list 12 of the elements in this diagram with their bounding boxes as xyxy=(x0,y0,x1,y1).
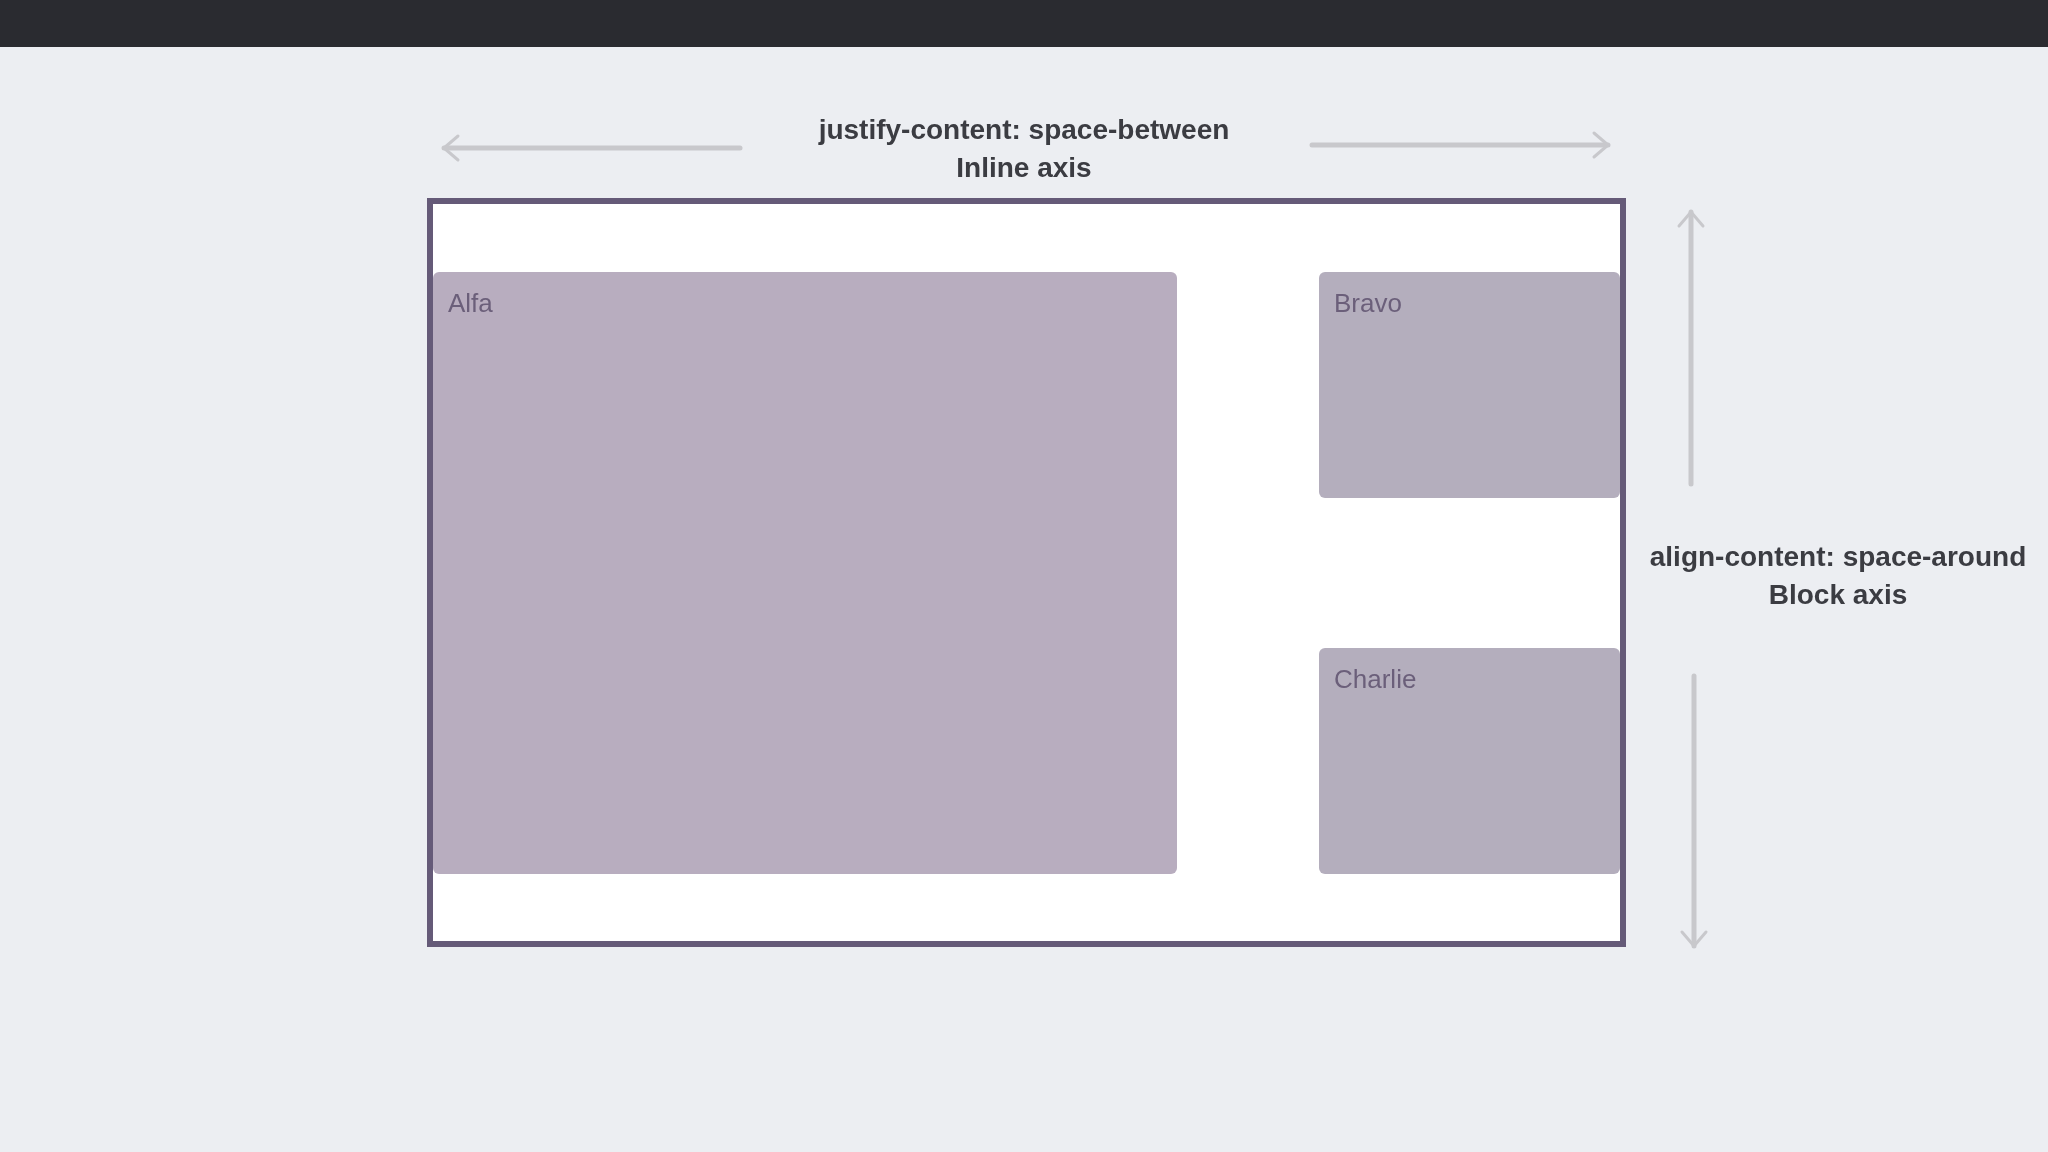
property-label: justify-content: space-between xyxy=(818,113,1230,147)
grid-item xyxy=(1319,648,1620,874)
top-bar xyxy=(0,0,2048,47)
property-label: align-content: space-around xyxy=(1649,540,2027,574)
axis-label: Inline axis xyxy=(956,151,1092,185)
item-label: Alfa xyxy=(448,288,493,318)
grid-item xyxy=(433,272,1177,874)
item-label: Bravo xyxy=(1334,288,1402,318)
grid-item xyxy=(1319,272,1620,498)
grid-container xyxy=(427,198,1626,947)
axis-label: Block axis xyxy=(1768,578,1908,612)
item-label: Charlie xyxy=(1334,664,1417,694)
